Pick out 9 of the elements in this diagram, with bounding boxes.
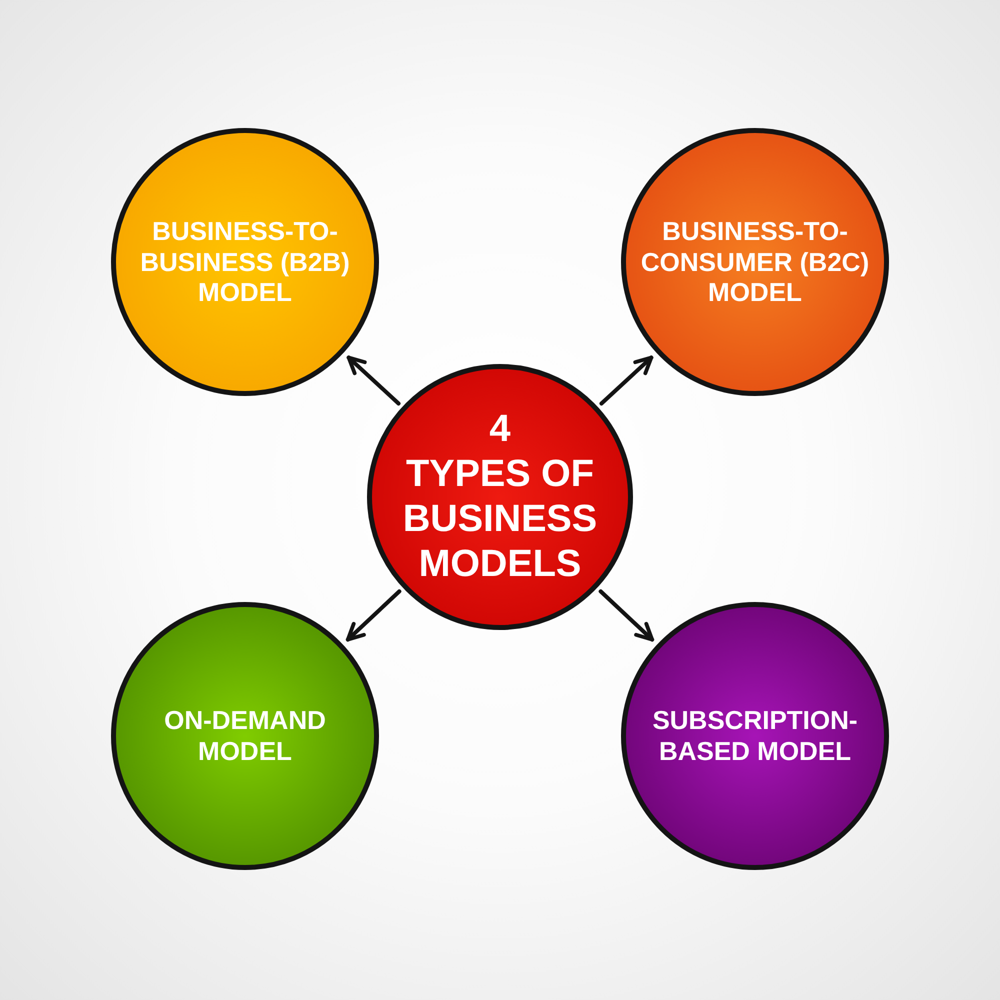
arrow [599, 356, 654, 406]
topic-label: SUBSCRIPTION-BASED MODEL [651, 705, 859, 767]
topic-label: ON-DEMAND MODEL [163, 705, 327, 767]
topic-label: BUSINESS-TO-BUSINESS (B2B) MODEL [139, 216, 351, 308]
topic-label: BUSINESS-TO-CONSUMER (B2C) MODEL [640, 216, 870, 308]
arrow [598, 589, 654, 642]
arrow [346, 589, 402, 642]
topic-label: 4 TYPES OF BUSINESS MODELS [402, 407, 598, 587]
arrow [346, 356, 401, 406]
